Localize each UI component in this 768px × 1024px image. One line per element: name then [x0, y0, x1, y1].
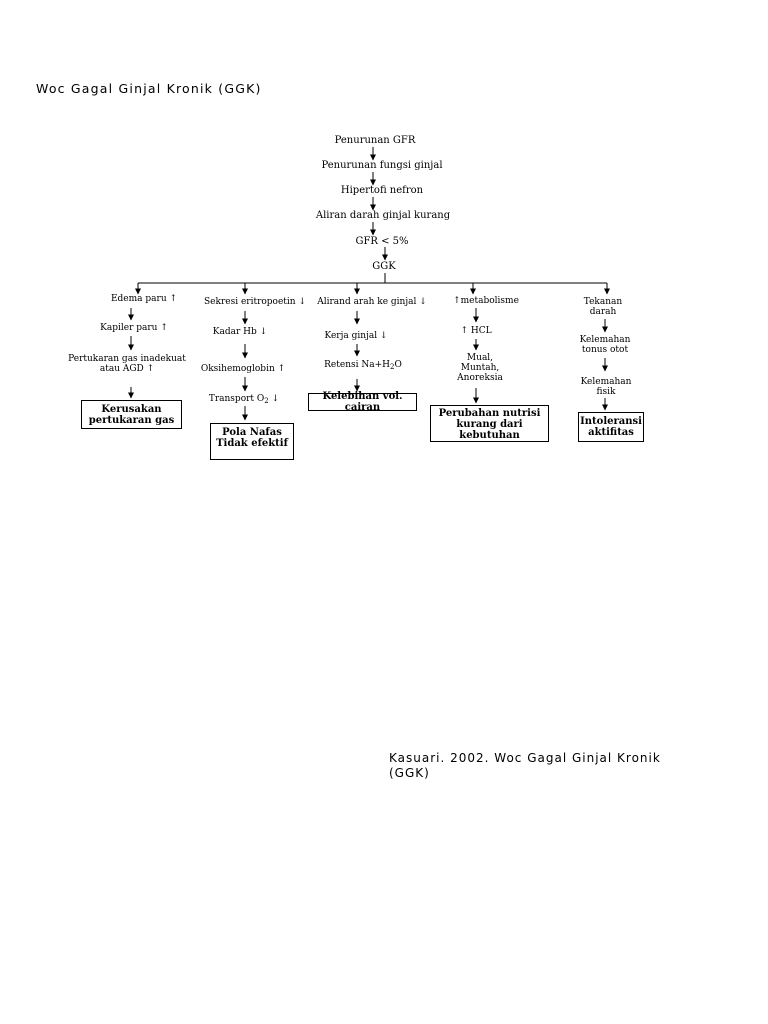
transport-o2-subscript: 2	[264, 397, 269, 405]
node-hcl: ↑ HCL	[460, 326, 492, 336]
tekanan-line: Tekanan	[583, 297, 623, 307]
node-pertukaran-gas: Pertukaran gas inadekuat atau AGD ↑	[68, 354, 186, 374]
node-kelemahan-tonus-otot: Kelemahan tonus otot	[580, 335, 631, 355]
retensi-subscript: 2	[389, 363, 395, 371]
outcome-eritropoetin-line2: Tidak efektif	[216, 438, 288, 449]
transport-o2-arrow: ↓	[268, 394, 280, 404]
node-penurunan-gfr: Penurunan GFR	[334, 135, 416, 146]
node-kerja-ginjal: Kerja ginjal ↓	[324, 331, 388, 341]
outcome-edema-line2: pertukaran gas	[88, 414, 175, 426]
node-retensi-na-h2o: Retensi Na+H2O	[324, 360, 402, 372]
mual-line: Mual,	[466, 353, 494, 363]
outcome-perubahan-nutrisi: Perubahan nutrisi kurang dari kebutuhan	[430, 405, 549, 442]
kelemahan-tonus-line1: Kelemahan	[579, 335, 631, 345]
node-penurunan-fungsi-ginjal: Penurunan fungsi ginjal	[321, 160, 443, 171]
retensi-tail: O	[394, 360, 402, 370]
node-mual-muntah-anoreksia: Mual, Muntah, Anoreksia	[457, 353, 503, 383]
outcome-aliran-line1: Kelebihan vol. cairan	[322, 391, 403, 413]
outcome-eritropoetin-line1: Pola Nafas	[222, 427, 282, 438]
node-gfr-5: GFR < 5%	[355, 236, 409, 247]
node-tekanan-darah: Tekanan darah	[584, 297, 622, 317]
node-hipertrofi-nefron: Hipertofi nefron	[340, 185, 424, 196]
page-title: Woc Gagal Ginjal Kronik (GGK)	[36, 81, 262, 96]
muntah-line: Muntah,	[460, 363, 500, 373]
node-kelemahan-fisik: Kelemahan fisik	[581, 377, 632, 397]
node-edema-paru: Edema paru ↑	[110, 294, 178, 304]
kelemahan-tonus-line2: tonus otot	[581, 345, 629, 355]
node-kadar-hb: Kadar Hb ↓	[212, 327, 268, 337]
kelemahan-fisik-line2: fisik	[596, 387, 616, 397]
outcome-kerusakan-pertukaran-gas: Kerusakan pertukaran gas	[81, 400, 182, 429]
darah-line: darah	[589, 307, 617, 317]
pertukaran-gas-line1: Pertukaran gas inadekuat	[68, 354, 186, 364]
retensi-text: Retensi Na+H	[324, 360, 390, 370]
outcome-metabolisme-line1: Perubahan nutrisi	[438, 408, 541, 419]
node-kapiler-paru: Kapiler paru ↑	[100, 323, 168, 333]
anoreksia-line: Anoreksia	[457, 373, 503, 383]
citation: Kasuari. 2002. Woc Gagal Ginjal Kronik (…	[389, 751, 661, 780]
node-metabolisme: ↑metabolisme	[453, 296, 519, 306]
outcome-edema-line1: Kerusakan	[101, 403, 162, 415]
node-sekresi-eritropoetin: Sekresi eritropoetin ↓	[204, 297, 306, 307]
outcome-intoleransi-aktifitas: Intoleransi aktifitas	[578, 412, 644, 442]
transport-o2-text: Transport O	[208, 394, 265, 404]
node-aliran-darah-ginjal: Aliran darah ginjal kurang	[315, 210, 451, 221]
node-transport-o2: Transport O2 ↓	[209, 394, 279, 406]
outcome-pola-nafas: Pola Nafas Tidak efektif	[210, 423, 294, 460]
outcome-kelebihan-vol-cairan: Kelebihan vol. cairan	[308, 391, 417, 413]
node-aliran-darah-ke-ginjal: Alirand arah ke ginjal ↓	[317, 297, 427, 307]
kelemahan-fisik-line1: Kelemahan	[580, 377, 632, 387]
outcome-tekanan-line1: Intoleransi	[580, 416, 642, 427]
outcome-tekanan-line2: aktifitas	[588, 427, 634, 438]
outcome-metabolisme-line2: kurang dari kebutuhan	[456, 419, 523, 441]
node-oksihemoglobin: Oksihemoglobin ↑	[200, 364, 286, 374]
pertukaran-gas-line2: atau AGD ↑	[99, 364, 155, 374]
node-ggk: GGK	[372, 261, 396, 272]
